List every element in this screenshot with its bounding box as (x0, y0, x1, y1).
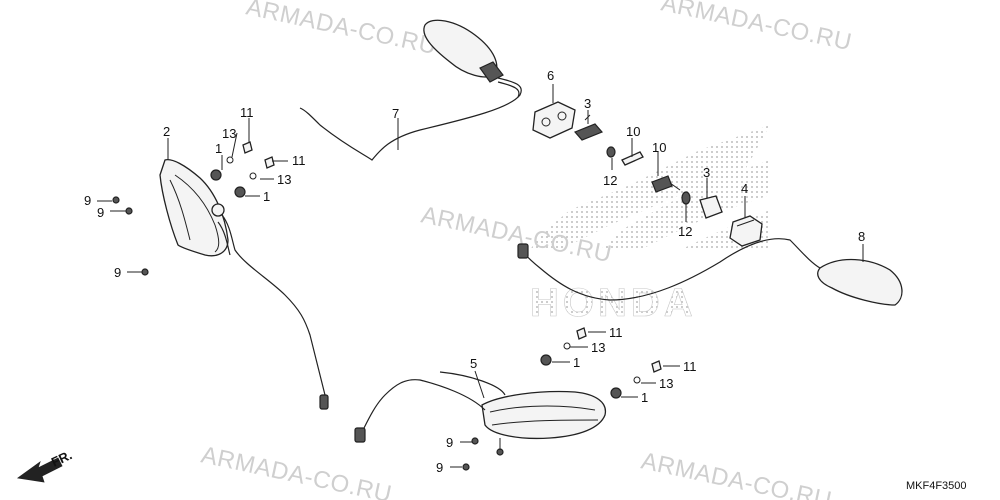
callouts: 6 3 10 10 12 3 12 4 8 7 2 11 13 1 11 13 … (84, 68, 865, 475)
callout-3: 3 (584, 96, 591, 111)
front-arrow-icon (16, 457, 63, 483)
callout-10: 10 (652, 140, 666, 155)
callout-3: 3 (703, 165, 710, 180)
part-12-washer-lower (681, 191, 691, 205)
part-10-bolt-lower (651, 175, 681, 193)
callout-11: 11 (292, 153, 306, 168)
callout-9: 9 (97, 205, 104, 220)
callout-13: 13 (591, 340, 605, 355)
part-6-grommet (532, 101, 576, 139)
front-direction-indicator: FR. (16, 447, 74, 483)
callout-13: 13 (222, 126, 236, 141)
part-7-turn-signal (299, 19, 522, 161)
watermark-text: ARMADA-CO.RU (244, 0, 439, 60)
callout-11: 11 (609, 325, 623, 340)
watermark-text: ARMADA-CO.RU (199, 441, 394, 500)
callout-7: 7 (392, 106, 399, 121)
callout-1: 1 (263, 189, 270, 204)
callout-9: 9 (114, 265, 121, 280)
part-8-turn-signal (517, 238, 903, 306)
part-12-washer-upper (606, 146, 616, 158)
part-2-light-assembly (159, 159, 329, 410)
diagram-code: MKF4F3500 (906, 480, 967, 492)
callout-10: 10 (626, 124, 640, 139)
callout-12: 12 (678, 224, 692, 239)
callout-4: 4 (741, 181, 748, 196)
callout-9: 9 (446, 435, 453, 450)
callout-9: 9 (436, 460, 443, 475)
callout-1: 1 (573, 355, 580, 370)
fasteners-lower (462, 327, 662, 471)
callout-5: 5 (470, 356, 477, 371)
part-10-bolt-upper (621, 151, 644, 166)
part-3-bracket-lower (699, 195, 723, 219)
callout-11: 11 (240, 105, 254, 120)
callout-11: 11 (683, 359, 697, 374)
front-label: FR. (49, 447, 74, 469)
callout-6: 6 (547, 68, 554, 83)
fasteners-left (112, 141, 275, 276)
callout-2: 2 (163, 124, 170, 139)
honda-logo-text: HONDA (530, 281, 697, 325)
callout-9: 9 (84, 193, 91, 208)
callout-1: 1 (215, 141, 222, 156)
watermark-text: ARMADA-CO.RU (639, 447, 834, 500)
leader-lines (97, 84, 864, 468)
part-5-light-assembly (354, 371, 607, 443)
callout-13: 13 (277, 172, 291, 187)
callout-12: 12 (603, 173, 617, 188)
callout-8: 8 (858, 229, 865, 244)
callout-13: 13 (659, 376, 673, 391)
callout-1: 1 (641, 390, 648, 405)
part-4-connector (729, 215, 763, 247)
watermark-text: ARMADA-CO.RU (659, 0, 854, 56)
